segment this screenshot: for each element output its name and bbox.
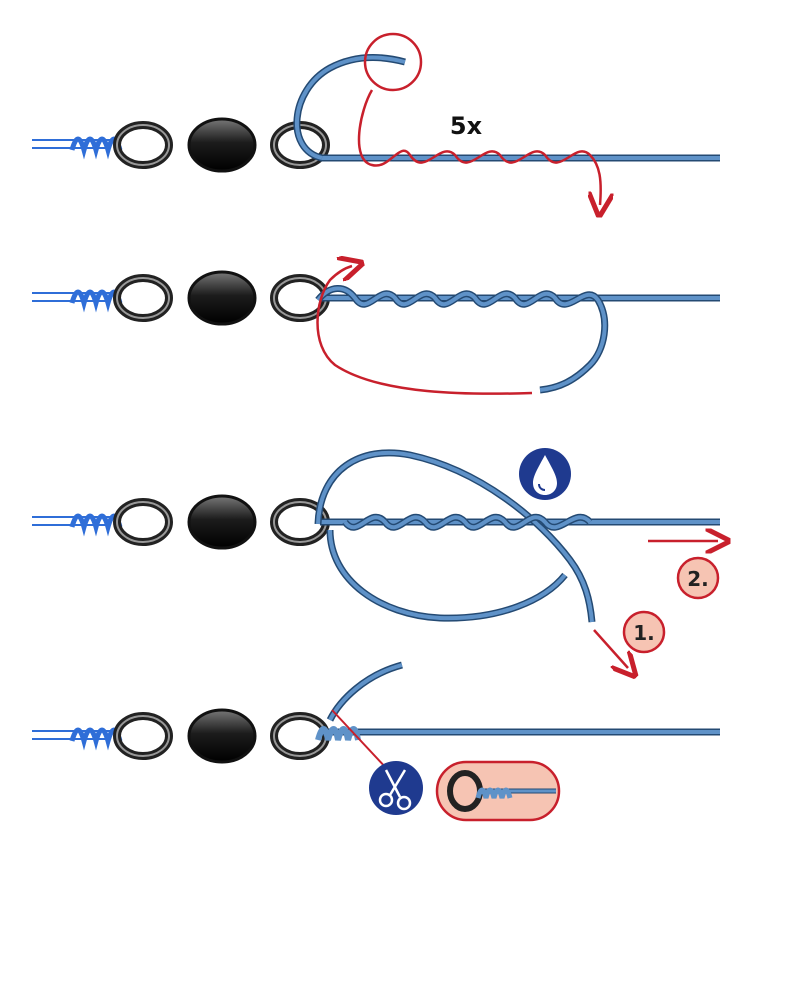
scissors-icon bbox=[369, 761, 423, 815]
finished-knot-detail bbox=[437, 762, 559, 820]
lower-loop bbox=[330, 530, 565, 618]
pass-through-direction bbox=[318, 266, 533, 394]
wrap-direction-path bbox=[359, 90, 601, 205]
step-3: 1. 2. bbox=[32, 448, 720, 668]
backing-line-wrap bbox=[32, 516, 120, 527]
tag-end bbox=[330, 665, 402, 720]
order-badge-2: 2. bbox=[678, 558, 718, 598]
order-badge-1: 1. bbox=[624, 612, 664, 652]
backing-line-wrap bbox=[32, 730, 120, 741]
swivel bbox=[117, 496, 326, 548]
step-4 bbox=[32, 665, 720, 820]
swivel bbox=[117, 710, 326, 762]
order-label-1: 1. bbox=[633, 621, 655, 645]
swivel bbox=[117, 272, 326, 324]
step-2 bbox=[32, 266, 720, 394]
backing-line-wrap bbox=[32, 292, 120, 303]
tag-end-loop bbox=[297, 58, 405, 159]
wrap-count-label: 5x bbox=[450, 112, 483, 140]
step-1: 5x bbox=[32, 34, 720, 205]
order-label-2: 2. bbox=[687, 567, 709, 591]
pull-arrow-1 bbox=[594, 630, 628, 668]
backing-line-wrap bbox=[32, 139, 120, 150]
